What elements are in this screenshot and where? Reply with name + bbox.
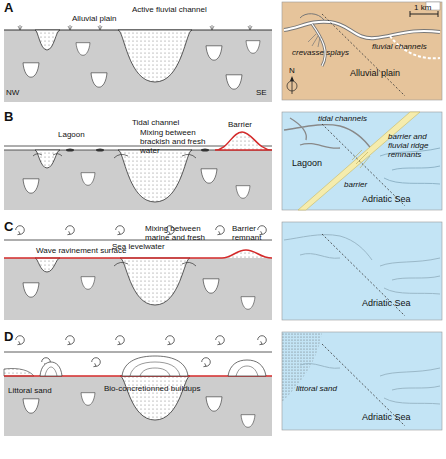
map-label: Adriatic Sea [362,412,411,422]
section-c [4,226,272,320]
panel-letter: C [4,220,13,234]
map-d [282,332,442,430]
annotation-label: N [289,66,295,75]
map-label: barrier and fluvial ridge remnants [388,132,442,159]
annotation-label: Bio-concretionned buildups [104,384,201,393]
map-label: Adriatic Sea [362,194,411,204]
panel-letter: B [4,110,13,124]
panel-letter: A [4,1,13,15]
map-label: Alluvial plain [350,68,400,78]
annotation-label: Tidal channel [132,118,179,127]
annotation-label: Alluvial plain [72,14,116,23]
map-label: Adriatic Sea [362,298,411,308]
annotation-label: Barrier remnant [232,224,272,242]
annotation-label: Sea level [112,242,145,251]
annotation-label: Barrier [228,120,252,129]
map-label: littoral sand [296,384,337,393]
map-label: fluvial channels [372,42,427,51]
map-a [282,2,442,100]
map-label: Lagoon [292,158,322,168]
map-label: tidal channels [318,114,367,123]
map-label: crevasse splays [292,48,349,57]
map-c [282,222,442,320]
annotation-label: SE [256,88,267,97]
section-d [4,336,272,436]
annotation-label: Littoral sand [8,386,52,395]
annotation-label: Active fluvial channel [132,5,207,14]
annotation-label: Lagoon [58,130,85,139]
annotation-label: Mixing between brackish and fresh water [140,128,214,155]
annotation-label: 1 km [414,3,431,12]
section-a [4,25,272,102]
annotation-label: Mixing between marine and fresh water [145,224,225,251]
panel-letter: D [4,330,13,344]
map-label: barrier [344,180,367,189]
section-b [4,132,272,210]
annotation-label: NW [6,88,19,97]
map-b [282,112,442,210]
